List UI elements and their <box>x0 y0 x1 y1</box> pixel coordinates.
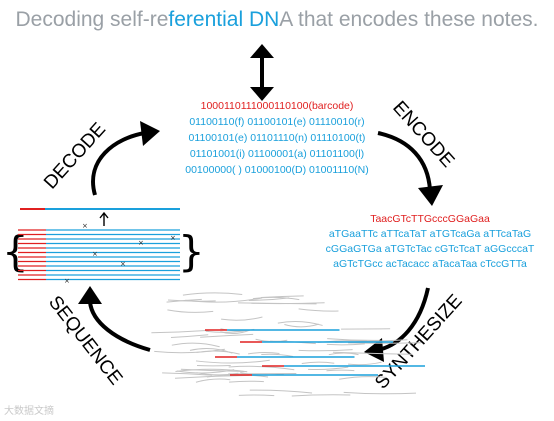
oligo-strand <box>167 309 214 313</box>
mismatch-mark-icon: × <box>120 260 126 268</box>
dna-line-3: aGTcTGcc acTacacc aTacaTaa cTccGTTa <box>333 258 527 270</box>
mismatch-mark-icon: × <box>138 239 144 247</box>
oligo-strand <box>248 352 280 355</box>
oligo-strand <box>261 353 294 357</box>
mismatch-mark-icon: × <box>64 277 70 285</box>
mismatch-mark-icon: × <box>170 234 176 242</box>
dna-barcode: TaacGTcTTGcccGGaGaa <box>370 213 490 225</box>
oligo-strand <box>221 316 263 321</box>
oligo-strand <box>205 330 244 333</box>
title-after: A that encodes these notes. <box>279 8 539 31</box>
title-before: Decoding self-re <box>15 8 169 31</box>
label-sequence: SEQUENCE <box>44 292 126 389</box>
arrowhead-sequence <box>78 286 102 304</box>
oligo-strand <box>291 394 351 397</box>
oligo-strand <box>166 298 202 303</box>
oligo-strand <box>255 338 288 343</box>
oligo-strand <box>238 394 275 397</box>
oligo-strand <box>175 368 248 373</box>
oligo-strand <box>343 391 417 395</box>
oligo-strand <box>200 333 254 338</box>
oligo-strand <box>298 349 353 352</box>
arrow-synthesize <box>377 287 430 352</box>
arrow-encode <box>377 131 432 191</box>
binary-barcode: 1000110111000110100(barcode) <box>200 100 354 112</box>
oligo-strand <box>308 366 349 370</box>
double-arrow-icon <box>250 44 274 101</box>
oligo-strand <box>228 365 295 371</box>
diagram-title: Decoding self-referential DNA that encod… <box>0 8 554 32</box>
binary-line-4: 00100000( ) 01000100(D) 01001110(N) <box>185 164 369 176</box>
oligo-strand <box>301 361 335 365</box>
mismatch-mark-icon: × <box>92 250 98 258</box>
oligo-strand <box>168 299 216 302</box>
oligo-strand <box>176 369 235 374</box>
right-brace-icon: } <box>178 227 205 276</box>
oligo-strand <box>326 343 365 346</box>
oligo-strand <box>277 320 323 326</box>
arrow-sequence <box>88 301 151 352</box>
arrowhead-synthesize <box>364 338 384 362</box>
oligo-strand <box>182 292 243 296</box>
oligo-strand <box>195 359 270 364</box>
oligo-strand <box>348 342 422 344</box>
oligo-strand <box>151 329 209 334</box>
oligo-strand <box>327 338 380 341</box>
oligo-strand <box>189 348 233 354</box>
oligo-strand <box>180 368 245 372</box>
oligo-strand <box>284 323 319 328</box>
binary-line-1: 01100110(f) 01100101(e) 01110010(r) <box>189 116 365 128</box>
oligo-strand <box>332 351 413 355</box>
alignment-up-arrow-icon <box>99 211 109 226</box>
oligo-strand <box>252 296 300 301</box>
oligo-strand <box>171 342 220 348</box>
left-brace-icon: { <box>2 227 29 276</box>
oligo-strand <box>328 352 359 356</box>
sequence-alignment: { } × × × × × × <box>2 208 205 285</box>
oligo-strand <box>154 348 225 354</box>
oligo-strand <box>298 308 339 312</box>
read-lines: × × × × × × <box>18 222 180 285</box>
arrowhead-decode <box>140 121 160 146</box>
oligo-strand <box>238 302 317 305</box>
dna-line-2: cGGaGTGa aTGTcTac cGTcTcaT aGGcccaT <box>325 243 535 255</box>
arrow-decode <box>91 131 146 196</box>
oligo-strand <box>326 369 355 372</box>
binary-line-3: 01101001(i) 01100001(a) 01101100(l) <box>189 148 365 160</box>
oligo-strand <box>162 372 213 376</box>
oligo-strand <box>339 376 387 380</box>
title-highlight: ferential DN <box>168 8 280 31</box>
arrowhead-encode <box>418 185 443 206</box>
binary-line-2: 01100101(e) 01101110(n) 01110100(t) <box>188 132 366 144</box>
oligo-strand <box>229 380 264 383</box>
mismatch-mark-icon: × <box>82 222 88 230</box>
oligo-strand <box>348 361 382 366</box>
watermark: 大数据文摘 <box>4 406 54 417</box>
oligo-pool <box>151 292 425 397</box>
oligo-strand <box>249 389 313 394</box>
oligo-strand <box>170 334 209 339</box>
oligo-strand <box>195 378 231 383</box>
dna-line-1: aTGaaTTc aTTcaTaT aTGTcaGa aTTcaTaG <box>328 228 532 240</box>
